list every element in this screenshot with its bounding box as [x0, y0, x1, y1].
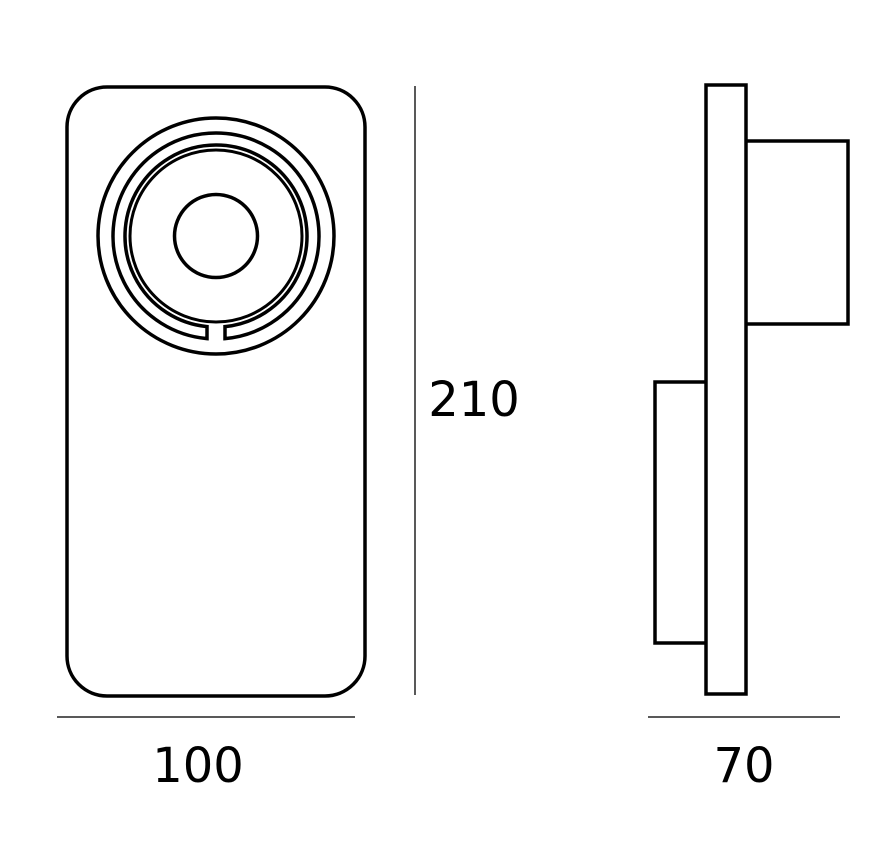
dimension-lines	[57, 86, 840, 718]
center-lens	[172, 192, 260, 280]
inner-ring	[128, 148, 304, 324]
side-view	[653, 83, 850, 696]
outer-ring	[96, 116, 336, 356]
side-head-block	[746, 139, 850, 326]
width-dimension-label: 100	[152, 738, 244, 794]
side-back-block	[653, 380, 706, 645]
depth-dimension-label: 70	[713, 738, 774, 794]
front-body-outline	[65, 85, 367, 698]
height-dimension-label: 210	[428, 372, 520, 428]
slotted-ring	[111, 131, 321, 341]
side-plate	[704, 83, 748, 696]
front-view	[65, 85, 367, 698]
